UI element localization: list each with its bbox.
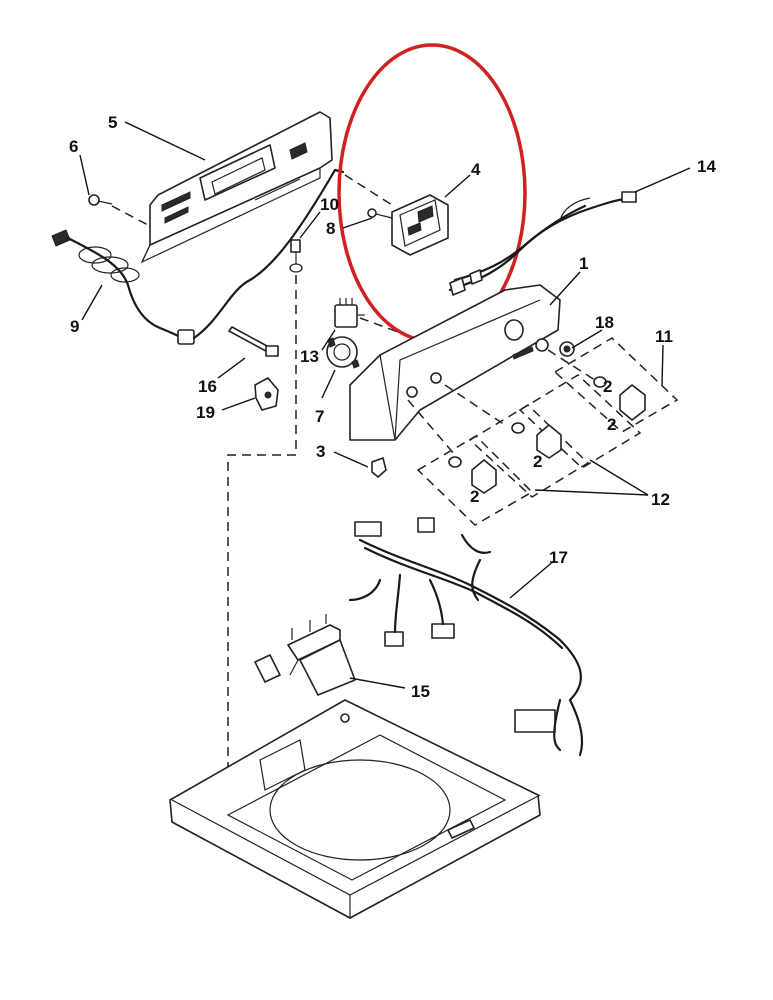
callout-7: 7 — [315, 407, 324, 426]
callout-17: 17 — [549, 548, 568, 567]
electronic-control-part-4 — [367, 194, 449, 256]
callout-2b: 2 — [533, 452, 542, 471]
callout-5: 5 — [108, 113, 117, 132]
clip-part-19 — [254, 377, 279, 411]
switch-part-13 — [334, 298, 365, 328]
callout-6: 6 — [69, 137, 78, 156]
callout-2a: 2 — [607, 415, 616, 434]
callout-2c: 2 — [470, 487, 479, 506]
clip-part-3 — [371, 457, 387, 478]
knob-1 — [593, 376, 646, 421]
power-cord-part-9 — [51, 168, 345, 345]
callout-15: 15 — [411, 682, 430, 701]
callout-2d: 2 — [603, 377, 612, 396]
callout-8: 8 — [326, 219, 335, 238]
cable-tie-part-16 — [228, 326, 279, 357]
module-part-15 — [254, 614, 356, 696]
ground-screw-part-10 — [227, 239, 303, 810]
knob-3 — [448, 456, 497, 494]
knob-2 — [511, 422, 562, 459]
bushing-part-18 — [559, 341, 575, 357]
callout-18: 18 — [595, 313, 614, 332]
main-wire-harness-part-17 — [348, 517, 584, 757]
callout-3: 3 — [316, 442, 325, 461]
console-part-1 — [349, 284, 561, 441]
callout-16: 16 — [198, 377, 217, 396]
console-rear-panel — [140, 111, 333, 264]
leader-lines — [79, 121, 691, 689]
callout-4: 4 — [471, 160, 481, 179]
callout-14: 14 — [697, 157, 716, 176]
top-cover — [169, 699, 541, 920]
rotary-switch-part-7 — [326, 336, 360, 369]
callout-13: 13 — [300, 347, 319, 366]
callout-11: 11 — [655, 327, 673, 346]
wire-harness-part-14 — [448, 191, 637, 296]
callout-1: 1 — [579, 254, 588, 273]
callouts: 1 2 2 2 2 3 4 5 6 7 8 9 10 11 12 13 14 1… — [69, 113, 716, 701]
screw-part-6 — [88, 194, 149, 226]
callout-9: 9 — [70, 317, 79, 336]
callout-12: 12 — [651, 490, 670, 509]
callout-10: 10 — [320, 195, 339, 214]
callout-19: 19 — [196, 403, 215, 422]
